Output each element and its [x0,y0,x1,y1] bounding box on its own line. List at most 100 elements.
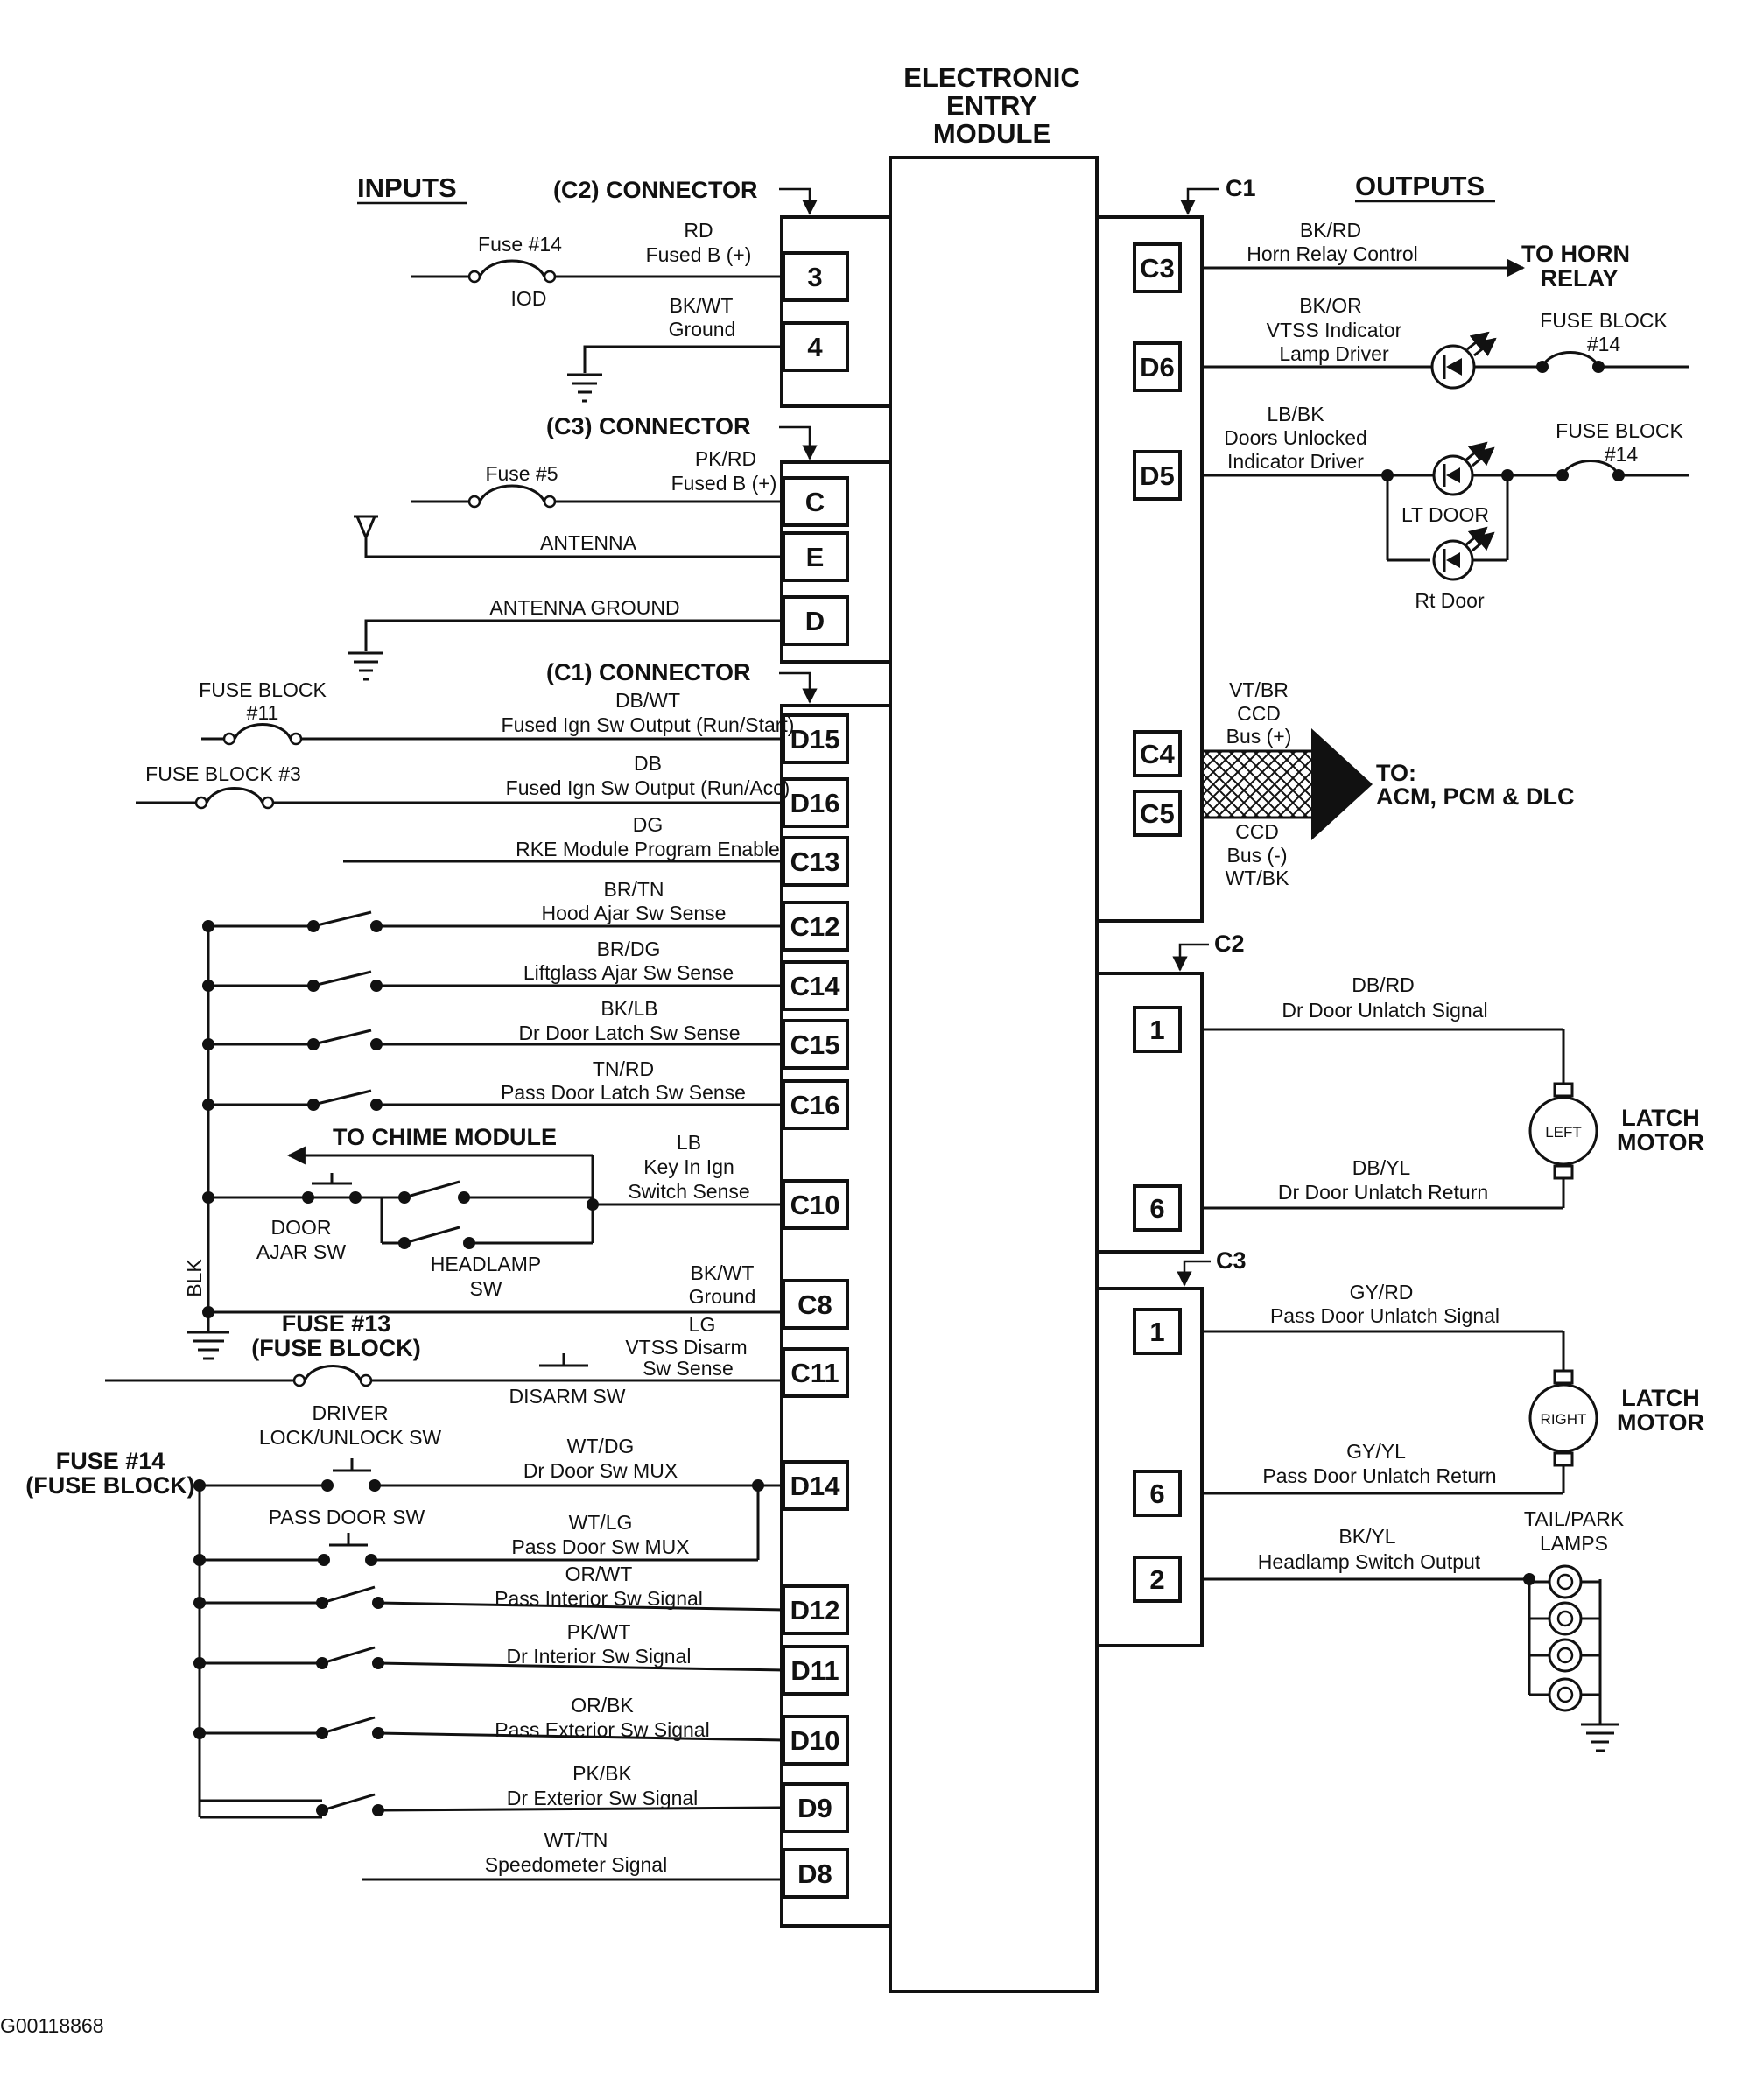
latch-motor-2-line-2: MOTOR [1617,1409,1704,1436]
right-motor-label: RIGHT [1541,1411,1587,1428]
latch-motor-2-line-1: LATCH [1621,1385,1699,1411]
input-circuit-function: ANTENNA GROUND [489,596,679,619]
to-horn-1: TO HORN [1521,241,1630,267]
blk-label: BLK [183,1259,206,1297]
pass-door-sw-label: PASS DOOR SW [269,1506,425,1528]
input-circuit-function: Fused B (+) [646,243,752,266]
output-pin-label: C5 [1140,798,1175,829]
input-circuit-function: Pass Door Latch Sw Sense [501,1081,746,1104]
fuse-block-14a-2: #14 [1587,333,1621,355]
input-pin-label: C11 [790,1358,839,1388]
input-pin-label: C16 [790,1090,840,1120]
fuse-block-14b-2: #14 [1605,443,1639,466]
module-title: ELECTRONIC ENTRY MODULE [903,62,1080,149]
output-pin-box [1133,341,1182,392]
input-circuit-color: PK/RD [695,447,756,470]
key-in-ign-func-2: Switch Sense [628,1180,749,1203]
c2-output-arrow [1172,943,1209,972]
fuse13-label-2: (FUSE BLOCK) [251,1335,420,1361]
input-circuit-color: DB/WT [615,689,680,712]
input-pin-box [782,476,849,527]
input-pin-box [782,1645,849,1696]
inputs-heading: INPUTS [357,172,457,203]
fuse14-block-label-1: FUSE #14 [56,1448,165,1474]
doors-color: LB/BK [1267,403,1324,425]
ccd-plus-1: VT/BR [1229,678,1289,701]
pass-return-color: GY/YL [1346,1440,1406,1463]
module-title-line-3: MODULE [933,118,1050,149]
fuse-block-14a-1: FUSE BLOCK [1540,309,1668,332]
c1-output-label: C1 [1226,175,1256,201]
input-circuit-function: Hood Ajar Sw Sense [542,902,727,924]
input-pin-box [782,901,849,952]
output-pin-box [1133,242,1182,293]
horn-func: Horn Relay Control [1247,242,1418,265]
dr-signal-func: Dr Door Unlatch Signal [1282,999,1487,1022]
input-circuit-color: OR/WT [565,1563,633,1585]
lt-door-label: LT DOOR [1401,503,1489,526]
input-circuit-color: BK/WT [670,294,734,317]
output-labels: BK/RD Horn Relay Control TO HORN RELAY B… [1224,219,1704,1573]
input-pin-label: D12 [790,1595,840,1626]
headlamp-label-2: SW [469,1277,502,1300]
input-pin-label: C12 [790,911,840,942]
input-circuit-function: Liftglass Ajar Sw Sense [523,961,734,984]
c3-connector-arrow [779,425,818,460]
input-pin-label: C8 [797,1289,832,1320]
door-ajar-label-2: AJAR SW [256,1240,347,1263]
fuse-block-14b-1: FUSE BLOCK [1556,419,1683,442]
input-circuit-color: BR/DG [597,938,661,960]
input-pin-box [782,1848,849,1899]
input-pin-box [782,836,849,887]
ccd-plus-2: CCD [1237,702,1281,725]
to-modules-1: TO: [1376,760,1416,786]
input-pins: 34CEDD15D16C13C12C14C15C16C10C8C11D14D12… [782,251,849,1899]
module-title-line-2: ENTRY [946,90,1037,121]
output-pin-label: C3 [1140,253,1175,284]
input-pin-label: E [806,542,825,572]
ccd-minus-3: WT/BK [1226,867,1289,889]
output-pin-box [1133,1556,1182,1603]
input-circuit-function: Fused Ign Sw Output (Run/Start) [502,713,795,736]
c2-connector-label: (C2) CONNECTOR [553,177,758,203]
input-pin-label: C15 [790,1029,840,1060]
left-motor-label: LEFT [1545,1124,1582,1141]
input-pin-box [782,531,849,582]
input-circuit-function: Ground [669,318,736,341]
output-pin-box [1133,450,1182,501]
output-pin-box [1133,1184,1182,1232]
output-pin-box [1133,790,1182,837]
input-pin-label: D15 [790,724,840,755]
driver-lock-label-1: DRIVER [313,1401,389,1424]
vtss-disarm-func-1: VTSS Disarm [625,1336,747,1359]
input-circuit-function: Ground [689,1285,756,1308]
pass-return-func: Pass Door Unlatch Return [1262,1464,1496,1487]
to-horn-2: RELAY [1540,265,1618,291]
output-pin-label: 1 [1149,1317,1164,1347]
input-pin-box [782,1347,849,1398]
input-pin-label: 3 [807,262,822,292]
fuse-block-3-label: FUSE BLOCK #3 [145,762,301,785]
input-pin-label: C10 [790,1190,840,1220]
input-pin-box [782,713,849,764]
ccd-minus-1: CCD [1235,820,1279,843]
fuse-block-label: FUSE BLOCK [199,678,327,701]
footer-code: G00118868 [0,2014,104,2037]
vtss-func-1: VTSS Indicator [1267,319,1402,341]
input-circuit-color: BR/TN [604,878,664,901]
headlamp-out-color: BK/YL [1338,1525,1395,1548]
c1-connector-label: (C1) CONNECTOR [546,659,751,685]
latch-motor-1-line-2: MOTOR [1617,1129,1704,1155]
input-circuit-color: TN/RD [593,1057,654,1080]
input-circuit-color: WT/LG [569,1511,633,1534]
input-pin-label: C [805,487,825,517]
input-circuit-color: BK/LB [601,997,657,1020]
input-pin-box [782,1179,849,1230]
to-chime-label: TO CHIME MODULE [333,1124,557,1150]
vtss-color: BK/OR [1299,294,1362,317]
rt-door-label: Rt Door [1415,589,1485,612]
vtss-disarm-color: LG [689,1313,716,1336]
input-circuit-color: DG [633,813,664,836]
